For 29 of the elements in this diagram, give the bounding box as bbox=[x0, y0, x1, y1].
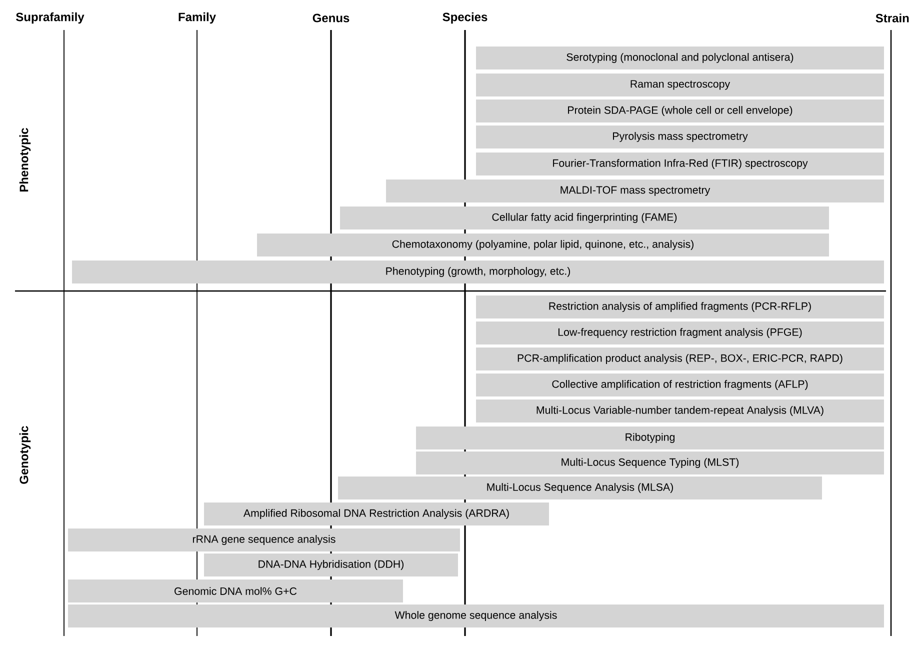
method-bar: MALDI-TOF mass spectrometry bbox=[386, 180, 884, 202]
method-bar: Collective amplification of restriction fragments (AFLP) bbox=[476, 374, 884, 396]
method-bar: Amplified Ribosomal DNA Restriction Analysis (ARDRA) bbox=[204, 502, 549, 526]
method-bar: Fourier-Transformation Infra-Red (FTIR) spectroscopy bbox=[476, 152, 884, 176]
method-bar: Multi-Locus Sequence Typing (MLST) bbox=[416, 452, 884, 474]
method-bar: PCR-amplification product analysis (REP-, BOX-, ERIC-PCR, RAPD) bbox=[476, 348, 884, 370]
method-bar: Genomic DNA mol% G+C bbox=[68, 580, 403, 602]
method-bar: Cellular fatty acid fingerprinting (FAME) bbox=[340, 206, 829, 230]
rank-heading: Family bbox=[178, 12, 216, 24]
group-label: Genotypic bbox=[19, 426, 31, 484]
method-bar: Whole genome sequence analysis bbox=[68, 604, 884, 628]
method-bar: Protein SDA-PAGE (whole cell or cell envelope) bbox=[476, 100, 884, 122]
method-bar: Multi-Locus Variable-number tandem-repeat Analysis (MLVA) bbox=[476, 400, 884, 422]
method-bar: rRNA gene sequence analysis bbox=[68, 528, 460, 552]
method-bar: Multi-Locus Sequence Analysis (MLSA) bbox=[338, 476, 822, 500]
rank-heading: Species bbox=[442, 12, 488, 24]
group-label: Phenotypic bbox=[19, 128, 31, 192]
method-bar: Pyrolysis mass spectrometry bbox=[476, 126, 884, 148]
method-bar: Chemotaxonomy (polyamine, polar lipid, quinone, etc., analysis) bbox=[257, 234, 829, 256]
rank-heading: Genus bbox=[312, 14, 350, 22]
method-bar: Ribotyping bbox=[416, 426, 884, 450]
method-bar: Raman spectroscopy bbox=[476, 74, 884, 96]
method-bar: Phenotyping (growth, morphology, etc.) bbox=[72, 260, 884, 284]
method-bar: DNA-DNA Hybridisation (DDH) bbox=[204, 554, 458, 576]
method-bar: Serotyping (monoclonal and polyclonal antisera) bbox=[476, 46, 884, 70]
method-bar: Low-frequency restriction fragment analysis (PFGE) bbox=[476, 322, 884, 344]
method-bar: Restriction analysis of amplified fragments (PCR-RFLP) bbox=[476, 296, 884, 318]
rank-heading: Suprafamily bbox=[16, 12, 84, 24]
rank-heading: Strain bbox=[876, 14, 909, 22]
